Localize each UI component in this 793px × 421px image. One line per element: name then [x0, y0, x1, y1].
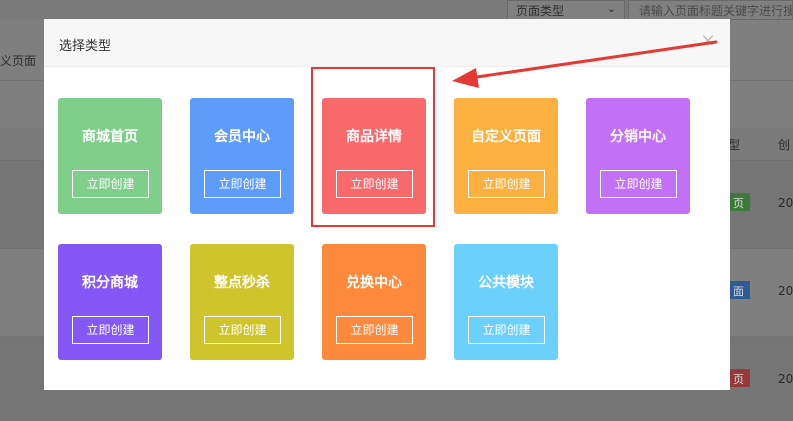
created-date: 20: [778, 196, 793, 210]
type-badge: 面: [730, 281, 750, 299]
close-icon[interactable]: ×: [700, 30, 716, 51]
modal-header: 选择类型 ×: [44, 19, 730, 67]
create-now-button[interactable]: 立即创建: [600, 170, 677, 198]
card-title: 商品详情: [346, 129, 402, 145]
card-title: 分销中心: [610, 129, 666, 145]
type-badge: 页: [730, 193, 750, 211]
card-title: 商城首页: [82, 129, 138, 145]
card-exchange-center: 兑换中心 立即创建: [322, 244, 426, 360]
card-distribution-center: 分销中心 立即创建: [586, 98, 690, 214]
create-now-button[interactable]: 立即创建: [468, 316, 545, 344]
card-custom-page: 自定义页面 立即创建: [454, 98, 558, 214]
tab-custom-page[interactable]: 义页面: [0, 54, 37, 68]
card-title: 积分商城: [82, 275, 138, 291]
create-now-button[interactable]: 立即创建: [336, 316, 413, 344]
modal-title: 选择类型: [59, 39, 112, 54]
table-header-created: 创: [778, 138, 791, 152]
card-title: 公共模块: [478, 275, 534, 291]
create-now-button[interactable]: 立即创建: [72, 316, 149, 344]
page-type-select-value: 页面类型: [516, 4, 565, 18]
create-now-button[interactable]: 立即创建: [336, 170, 413, 198]
create-now-button[interactable]: 立即创建: [72, 170, 149, 198]
created-date: 20: [778, 372, 793, 386]
card-title: 自定义页面: [471, 129, 541, 145]
card-product-detail: 商品详情 立即创建: [322, 98, 426, 214]
chevron-down-icon: ⌄: [606, 2, 616, 15]
table-header-type: 型: [728, 138, 741, 152]
select-type-modal: 选择类型 × 商城首页 立即创建 会员中心 立即创建 商品详情 立即创建 自定义…: [44, 19, 730, 390]
card-title: 会员中心: [214, 129, 270, 145]
page-title-search-input[interactable]: 请输入页面标题关键字进行搜: [628, 0, 793, 20]
card-points-mall: 积分商城 立即创建: [58, 244, 162, 360]
card-public-module: 公共模块 立即创建: [454, 244, 558, 360]
card-flash-sale: 整点秒杀 立即创建: [190, 244, 294, 360]
page-type-select[interactable]: 页面类型 ⌄: [507, 0, 625, 20]
card-title: 兑换中心: [346, 275, 402, 291]
card-mall-home: 商城首页 立即创建: [58, 98, 162, 214]
created-date: 20: [778, 284, 793, 298]
card-member-center: 会员中心 立即创建: [190, 98, 294, 214]
create-now-button[interactable]: 立即创建: [204, 316, 281, 344]
create-now-button[interactable]: 立即创建: [468, 170, 545, 198]
type-badge: 页: [730, 369, 750, 387]
card-title: 整点秒杀: [214, 275, 270, 291]
create-now-button[interactable]: 立即创建: [204, 170, 281, 198]
